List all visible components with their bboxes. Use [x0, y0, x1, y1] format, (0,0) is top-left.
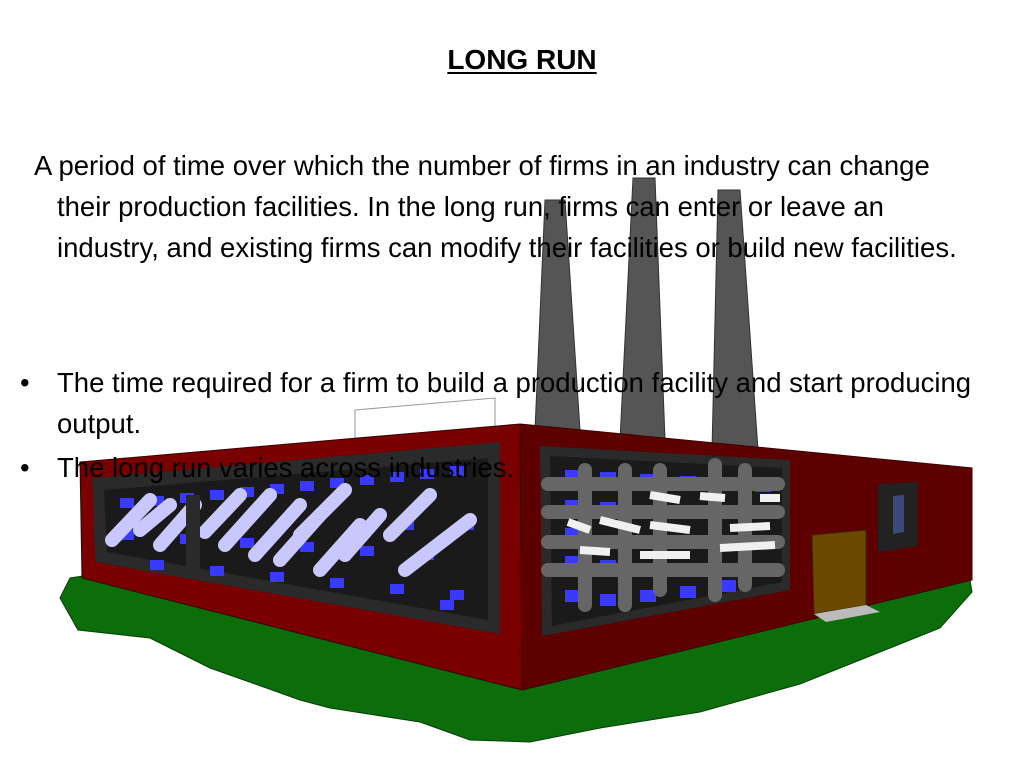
bullet-item-build-time: • The time required for a firm to build …: [0, 362, 1000, 444]
bullet-marker: •: [20, 452, 30, 483]
bullet-item-varies: • The long run varies across industries.: [0, 447, 1000, 488]
right-window-pipes: [541, 458, 785, 612]
bullet-list: • The time required for a firm to build …: [0, 362, 1000, 491]
door-step: [814, 605, 880, 622]
definition-paragraph: A period of time over which the number o…: [34, 150, 957, 263]
door: [811, 529, 867, 615]
bullet-text: The long run varies across industries.: [57, 452, 515, 483]
slide-title: LONG RUN: [447, 44, 597, 75]
side-window-glass: [893, 495, 904, 534]
right-window-glare: [566, 491, 780, 559]
bullet-marker: •: [20, 367, 30, 398]
left-window-mullion: [186, 495, 200, 575]
bullet-text: The time required for a firm to build a …: [57, 367, 972, 439]
left-window-glare: [105, 483, 477, 577]
